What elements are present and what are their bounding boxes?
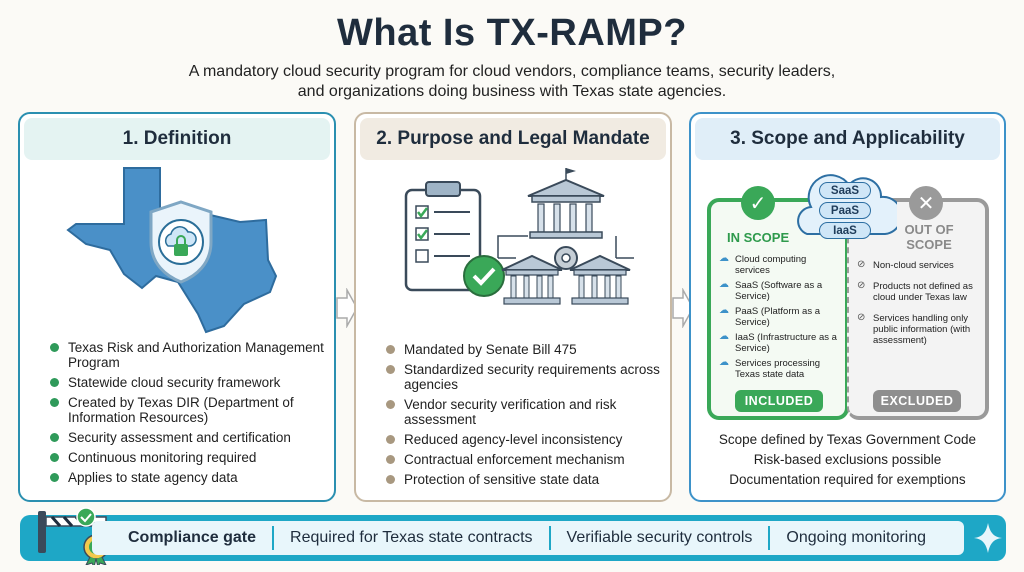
list-item: ⊘Services handling only public informati… — [857, 312, 971, 347]
purpose-heading: 2. Purpose and Legal Mandate — [360, 118, 666, 160]
excluded-badge: EXCLUDED — [873, 390, 961, 412]
cloud-icon: ☁ — [719, 357, 729, 368]
cloud-icon: ☁ — [719, 279, 729, 290]
list-item: ☁Cloud computing services — [719, 253, 807, 277]
list-item: Security assessment and certification — [50, 430, 334, 445]
list-item: Continuous monitoring required — [50, 450, 334, 465]
note: Risk-based exclusions possible — [753, 452, 942, 467]
footer-item: Verifiable security controls — [566, 529, 753, 546]
list-item: Reduced agency-level inconsistency — [386, 432, 666, 447]
page-title: What Is TX-RAMP? — [337, 12, 687, 54]
out-scope-list: ⊘Non-cloud services ⊘Products not define… — [857, 260, 981, 350]
texas-shield-icon — [66, 167, 278, 334]
purpose-list: Mandated by Senate Bill 475 Standardized… — [386, 342, 666, 492]
arrow-right-icon — [336, 288, 358, 328]
list-item: Standardized security requirements acros… — [386, 362, 666, 392]
purpose-panel: 2. Purpose and Legal Mandate — [354, 112, 672, 502]
saas-tag: SaaS — [819, 182, 871, 199]
checklist-government-icon — [404, 168, 634, 305]
footer-divider — [272, 526, 275, 550]
definition-heading: 1. Definition — [24, 118, 330, 160]
cloud-icon: ☁ — [719, 253, 729, 264]
list-item: Created by Texas DIR (Department of Info… — [50, 395, 334, 425]
cloud-icon: ☁ — [719, 305, 729, 316]
note: Documentation required for exemptions — [729, 472, 966, 487]
prohibited-icon: ⊘ — [857, 259, 866, 270]
out-scope-label: OUT OF SCOPE — [904, 222, 954, 252]
sparkle-icon — [974, 523, 1002, 553]
definition-list: Texas Risk and Authorization Management … — [50, 340, 334, 490]
included-badge: INCLUDED — [735, 390, 823, 412]
iaas-tag: IaaS — [819, 222, 871, 239]
list-item: Vendor security verification and risk as… — [386, 397, 666, 427]
in-scope-label: IN SCOPE — [727, 230, 790, 245]
arrow-right-icon — [672, 288, 694, 328]
footer-divider — [768, 526, 771, 550]
footer-item: Compliance gate — [128, 529, 257, 546]
list-item: ☁PaaS (Platform as a Service) — [719, 305, 821, 329]
scope-notes: Scope defined by Texas Government Code R… — [691, 430, 1004, 490]
subtitle-line-1: A mandatory cloud security program for c… — [188, 63, 836, 80]
cloud-models-icon: SaaS PaaS IaaS — [793, 164, 897, 246]
list-item: Protection of sensitive state data — [386, 472, 666, 487]
scope-panel: 3. Scope and Applicability ✓ IN SCOPE ☁C… — [689, 112, 1006, 502]
x-icon: ✕ — [909, 186, 943, 220]
footer-bar: Compliance gate Required for Texas state… — [20, 507, 1006, 565]
footer-item: Required for Texas state contracts — [290, 529, 533, 546]
list-item: Applies to state agency data — [50, 470, 334, 485]
list-item: ☁SaaS (Software as a Service) — [719, 279, 823, 303]
footer-divider — [548, 526, 551, 550]
list-item: Mandated by Senate Bill 475 — [386, 342, 666, 357]
paas-tag: PaaS — [819, 202, 871, 219]
check-icon: ✓ — [741, 186, 775, 220]
note: Scope defined by Texas Government Code — [718, 432, 977, 447]
list-item: Contractual enforcement mechanism — [386, 452, 666, 467]
list-item: Statewide cloud security framework — [50, 375, 334, 390]
list-item: ⊘Products not defined as cloud under Tex… — [857, 280, 973, 304]
scope-heading: 3. Scope and Applicability — [695, 118, 1000, 160]
footer-item: Ongoing monitoring — [786, 529, 927, 546]
list-item: ⊘Non-cloud services — [857, 259, 954, 272]
list-item: ☁Services processing Texas state data — [719, 357, 821, 381]
page-subtitle: A mandatory cloud security program for c… — [0, 62, 1024, 102]
prohibited-icon: ⊘ — [857, 280, 866, 291]
footer-strip: Compliance gate Required for Texas state… — [92, 521, 964, 555]
list-item: Texas Risk and Authorization Management … — [50, 340, 334, 370]
prohibited-icon: ⊘ — [857, 312, 866, 323]
in-scope-list: ☁Cloud computing services ☁SaaS (Softwar… — [719, 254, 843, 384]
subtitle-line-2: and organizations doing business with Te… — [297, 83, 727, 100]
list-item: ☁IaaS (Infrastructure as a Service) — [719, 331, 837, 355]
definition-panel: 1. Definition Texas Risk and Authorizati… — [18, 112, 336, 502]
cloud-icon: ☁ — [719, 331, 729, 342]
